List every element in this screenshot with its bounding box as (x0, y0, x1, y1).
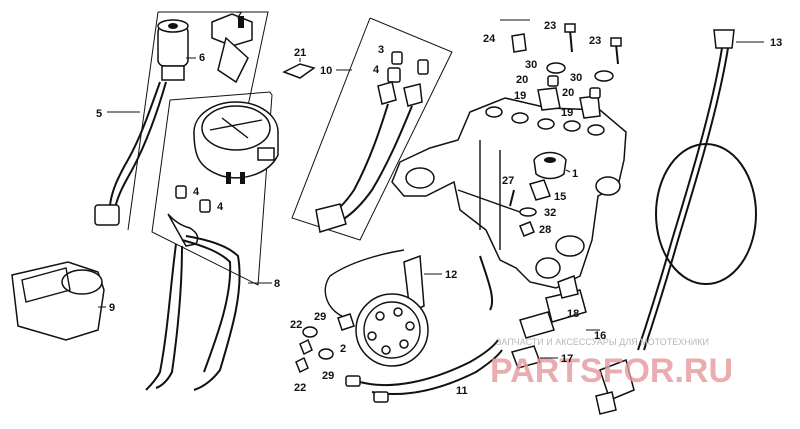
callout-27: 27 (502, 175, 514, 187)
callout-4c: 4 (373, 64, 380, 76)
callout-23a: 23 (544, 20, 556, 32)
callout-4a: 4 (193, 186, 200, 198)
callout-28: 28 (539, 224, 551, 236)
callout-9: 9 (109, 302, 115, 314)
callout-30b: 30 (570, 72, 582, 84)
callout-2: 2 (340, 343, 346, 355)
callout-5: 5 (96, 108, 102, 120)
callout-1: 1 (572, 168, 578, 180)
callout-29b: 29 (322, 370, 334, 382)
callout-30a: 30 (525, 59, 537, 71)
ignition-switch-group (94, 11, 269, 231)
callout-10: 10 (320, 65, 332, 77)
callout-23b: 23 (589, 35, 601, 47)
headlight-stay-group (391, 19, 627, 369)
callout-13: 13 (770, 37, 782, 49)
callout-15: 15 (554, 191, 566, 203)
callouts: 7 6 5 4 4 8 9 21 10 3 4 23 23 24 30 30 2… (96, 10, 782, 397)
callout-20a: 20 (516, 74, 528, 86)
callout-12: 12 (445, 269, 457, 281)
callout-24: 24 (483, 33, 496, 45)
callout-17: 17 (561, 353, 573, 365)
callout-16: 16 (594, 330, 606, 342)
callout-20b: 20 (562, 87, 574, 99)
callout-4b: 4 (217, 201, 224, 213)
callout-3: 3 (378, 44, 384, 56)
speedometer-cable-group (595, 29, 764, 415)
callout-18: 18 (567, 308, 579, 320)
callout-22b: 22 (294, 382, 306, 394)
pilot-harness-group (291, 17, 453, 241)
callout-7: 7 (236, 10, 242, 22)
callout-22a: 22 (290, 319, 302, 331)
callout-8: 8 (274, 278, 280, 290)
speedometer-group (145, 91, 279, 391)
watermark-tagline: ЗАПЧАСТИ И АКСЕССУАРЫ ДЛЯ МОТОТЕХНИКИ (496, 337, 709, 347)
meter-cover-group (11, 261, 106, 341)
watermark: ЗАПЧАСТИ И АКСЕССУАРЫ ДЛЯ МОТОТЕХНИКИ PA… (490, 337, 733, 390)
callout-19a: 19 (514, 90, 526, 102)
watermark-logo: PARTSFOR.RU (490, 352, 733, 390)
callout-6: 6 (199, 52, 205, 64)
horn-group (295, 249, 503, 403)
callout-29a: 29 (314, 311, 326, 323)
callout-11: 11 (456, 385, 468, 397)
callout-21: 21 (294, 47, 306, 59)
part-21 (282, 58, 316, 79)
callout-32: 32 (544, 207, 556, 219)
callout-19b: 19 (561, 107, 573, 119)
